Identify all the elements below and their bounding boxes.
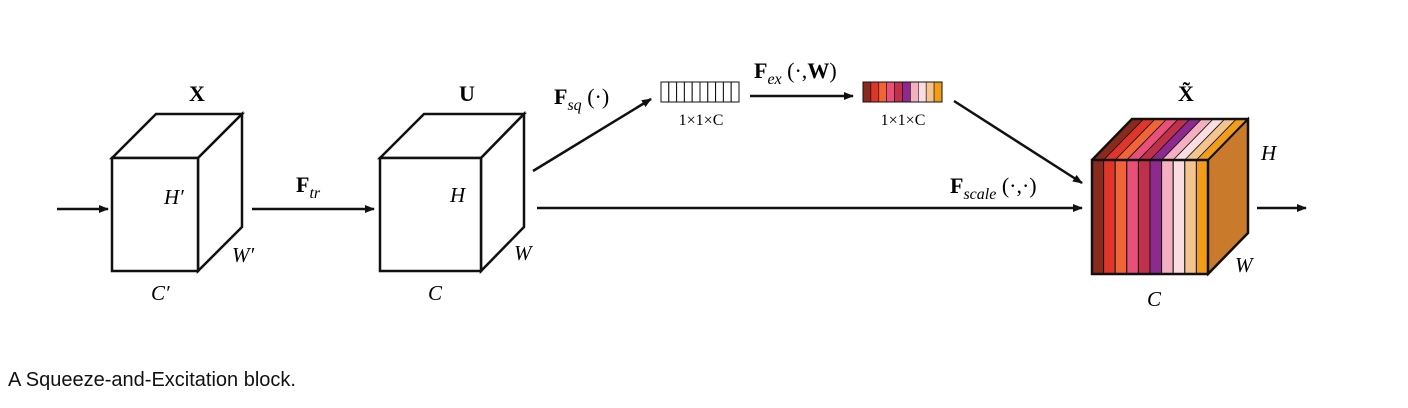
- squeeze-op-symbol: F: [554, 84, 567, 109]
- squeezed-vector: [660, 81, 740, 103]
- squeezed-vector-cell: [722, 81, 732, 103]
- output-channel-slice: [1149, 159, 1163, 275]
- transform-op-symbol: F: [296, 172, 309, 197]
- input-tensor-label: X: [189, 81, 205, 106]
- squeezed-vector-cell: [668, 81, 678, 103]
- squeezed-vector-cell: [691, 81, 701, 103]
- output-tensor-label: X̃: [1178, 81, 1194, 106]
- output-channel-slice: [1126, 159, 1139, 275]
- input-channels-label: C′: [151, 281, 170, 305]
- transformed-height-label: H: [449, 183, 467, 207]
- figure-caption: A Squeeze-and-Excitation block.: [8, 369, 296, 391]
- scale-op-label: Fscale (·,·): [950, 173, 1037, 203]
- excitation-op-args-weight: W: [807, 58, 829, 83]
- excitation-op-args-close: ): [829, 58, 836, 83]
- output-cube-edge: [1207, 118, 1249, 161]
- output-channel-slice: [1184, 159, 1197, 275]
- output-channel-slice: [1103, 159, 1116, 275]
- squeezed-vector-cell: [699, 81, 709, 103]
- squeeze-op-subscript: sq: [567, 97, 581, 114]
- squeezed-vector-cell: [715, 81, 724, 103]
- input-height-label: H′: [163, 185, 184, 209]
- output-channels-label: C: [1147, 287, 1162, 311]
- output-tensor-x-tilde: [1090, 116, 1250, 277]
- scale-op-args: (·,·): [996, 173, 1036, 198]
- output-channel-slice: [1114, 159, 1128, 275]
- squeezed-vector-cell: [676, 81, 685, 103]
- excited-vector-cell: [902, 81, 911, 103]
- u-cube-front: [378, 156, 483, 273]
- output-width-label: W: [1235, 253, 1255, 277]
- excited-vector: [862, 81, 943, 103]
- excited-vector-cell: [925, 81, 935, 103]
- output-height-label: H: [1260, 141, 1278, 165]
- output-channel-slice: [1195, 159, 1209, 275]
- output-channel-slice: [1172, 159, 1186, 275]
- excited-vector-cell: [894, 81, 903, 103]
- transformed-channels-label: C: [428, 281, 443, 305]
- scale-weights-arrow: [953, 99, 1083, 185]
- squeezed-vector-cell: [707, 81, 717, 103]
- excited-vector-cell: [917, 81, 927, 103]
- squeezed-vector-dims: 1×1×C: [679, 112, 724, 129]
- transform-op-subscript: tr: [309, 185, 320, 202]
- excitation-op-label: Fex (·,W): [754, 58, 837, 88]
- transformed-width-label: W: [514, 241, 534, 265]
- transformed-tensor-u: [376, 110, 527, 275]
- transformed-tensor-label: U: [459, 81, 475, 106]
- squeeze-arrow: [532, 97, 652, 173]
- squeezed-vector-cell: [683, 81, 693, 103]
- input-width-label: W′: [232, 243, 254, 267]
- scale-op-subscript: scale: [963, 186, 996, 203]
- excited-vector-cell: [870, 81, 880, 103]
- squeezed-vector-cell: [730, 81, 740, 103]
- excited-vector-outline: [862, 81, 943, 103]
- excited-vector-cell: [933, 81, 943, 103]
- excited-vector-cell: [886, 81, 895, 103]
- excited-vector-cell: [862, 81, 872, 103]
- excited-vector-dims: 1×1×C: [881, 112, 926, 129]
- input-cube-front: [110, 156, 200, 273]
- input-tensor-x: [108, 110, 246, 275]
- output-channel-slice: [1161, 159, 1174, 275]
- output-channel-slice: [1137, 159, 1151, 275]
- excited-vector-cell: [878, 81, 887, 103]
- output-channel-slice: [1091, 159, 1105, 275]
- squeeze-op-args: (·): [582, 84, 609, 109]
- excitation-op-symbol: F: [754, 58, 767, 83]
- squeeze-op-label: Fsq (·): [554, 84, 609, 114]
- squeezed-vector-cell: [660, 81, 670, 103]
- excited-vector-cell: [910, 81, 919, 103]
- output-cube-front-outline: [1090, 158, 1210, 276]
- excitation-op-subscript: ex: [767, 71, 781, 88]
- transform-op-label: Ftr: [296, 172, 321, 202]
- excitation-op-args-open: (·,: [782, 58, 808, 83]
- scale-op-symbol: F: [950, 173, 963, 198]
